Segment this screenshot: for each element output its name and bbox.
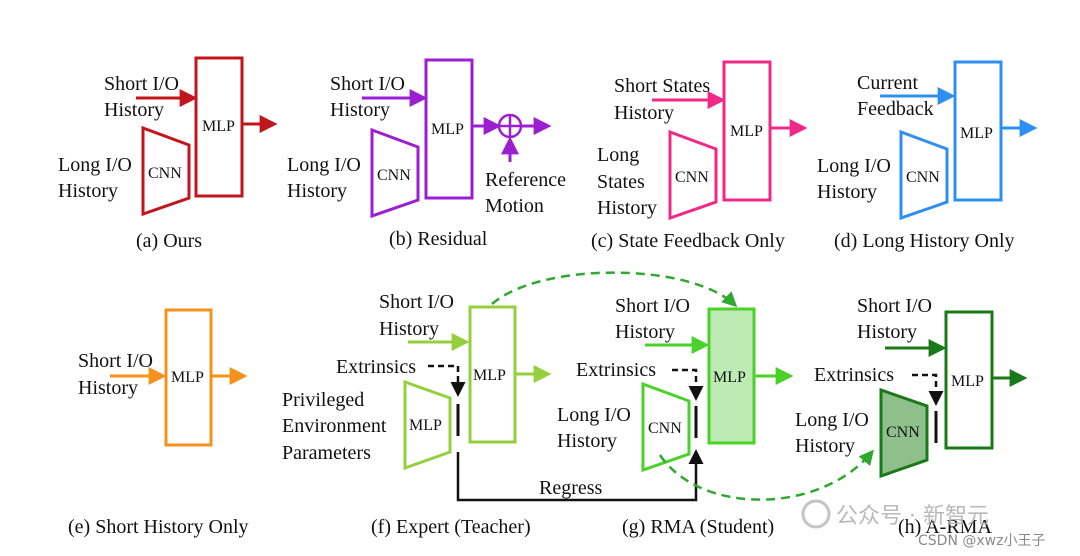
history-label: History [615, 321, 675, 343]
caption-h: (h) A-RMA [898, 516, 992, 538]
watermark-credit: CSDN @xwz小王子 [918, 533, 1045, 549]
history-label: History [817, 181, 877, 203]
history-label: History [330, 99, 390, 121]
mlp-label: MLP [202, 118, 235, 135]
regress-label: Regress [539, 477, 603, 499]
caption-b: (b) Residual [389, 228, 488, 250]
caption-e: (e) Short History Only [68, 516, 249, 538]
cnn-block [141, 125, 191, 217]
panel-d-long-history: Current Feedback Long I/O History CNN ML… [817, 60, 1038, 252]
mlp-label: MLP [960, 125, 993, 142]
mlp-label: MLP [713, 369, 746, 386]
mlp-block [707, 307, 756, 445]
panel-f-expert: Short I/O History Extrinsics Privileged … [282, 291, 552, 538]
regress-connector: Regress [456, 449, 704, 502]
long-io-label: Long I/O [795, 409, 869, 431]
extrinsics-arrow [428, 364, 466, 397]
long-io-label: Long I/O [557, 404, 631, 426]
short-io-label: Short I/O [78, 350, 153, 372]
panel-c-state-feedback: Short States History Long States History… [591, 60, 808, 252]
cnn-label: CNN [675, 169, 709, 186]
mlp-block [944, 310, 994, 450]
mlp-block [424, 58, 474, 200]
cnn-block [370, 127, 420, 219]
cnn-block [879, 387, 929, 479]
mlp-block [953, 60, 1003, 202]
watermark: 公众号 · 新智元 CSDN @xwz小王子 [801, 499, 1045, 549]
short-io-label: Short I/O [104, 73, 179, 95]
panel-g-rma: Short I/O History Extrinsics Long I/O Hi… [557, 295, 794, 538]
watermark-text: 公众号 · 新智元 [836, 504, 989, 529]
long-io-label: Long I/O [58, 154, 132, 176]
mlp-label: MLP [171, 369, 204, 386]
history-label: History [287, 180, 347, 202]
history-label: History [58, 180, 118, 202]
panel-a-ours: Short I/O History Long I/O History CNN M… [58, 56, 278, 252]
mlp-label: MLP [473, 367, 506, 384]
history-label: History [614, 102, 674, 124]
short-io-label: Short I/O [379, 291, 454, 313]
history-label: History [795, 435, 855, 457]
long-io-label: Long I/O [817, 155, 891, 177]
caption-a: (a) Ours [136, 230, 202, 252]
encoder-mlp-label: MLP [409, 417, 442, 434]
long-label: Long [597, 144, 639, 166]
mlp-block [194, 56, 244, 198]
long-io-label: Long I/O [287, 154, 361, 176]
feedback-label: Feedback [857, 98, 934, 120]
mlp-label: MLP [431, 121, 464, 138]
short-states-label: Short States [614, 75, 710, 97]
extrinsics-label: Extrinsics [336, 356, 416, 378]
motion-label: Motion [485, 195, 544, 217]
history-label: History [857, 321, 917, 343]
short-io-label: Short I/O [615, 295, 690, 317]
cnn-block [641, 381, 691, 473]
caption-g: (g) RMA (Student) [622, 516, 774, 538]
caption-f: (f) Expert (Teacher) [371, 516, 531, 538]
mlp-label: MLP [951, 373, 984, 390]
history-label: History [379, 318, 439, 340]
history-label: History [78, 377, 138, 399]
current-label: Current [857, 72, 919, 94]
extrinsics-arrow [672, 368, 704, 401]
history-label: History [104, 99, 164, 121]
panel-h-arma: Short I/O History Extrinsics Long I/O Hi… [795, 295, 1028, 538]
weights-transfer-arrow [491, 271, 738, 308]
cnn-label: CNN [648, 420, 682, 437]
wechat-logo-icon [801, 499, 831, 529]
mlp-label: MLP [730, 123, 763, 140]
states-label: States [597, 171, 645, 193]
cnn-label: CNN [148, 165, 182, 182]
cnn-label: CNN [906, 169, 940, 186]
cnn-block [899, 129, 949, 221]
regress-arrow [456, 449, 704, 502]
caption-c: (c) State Feedback Only [591, 230, 785, 252]
parameters-label: Parameters [282, 442, 371, 464]
short-io-label: Short I/O [330, 73, 405, 95]
extrinsics-label: Extrinsics [576, 359, 656, 381]
extrinsics-label: Extrinsics [814, 364, 894, 386]
short-io-label: Short I/O [857, 295, 932, 317]
cnn-label: CNN [886, 424, 920, 441]
panel-e-short-history: Short I/O History MLP (e) Short History … [68, 308, 249, 538]
cnn-label: CNN [377, 167, 411, 184]
reference-label: Reference [485, 169, 566, 191]
finetune-transfer-arrow [658, 449, 874, 501]
cnn-block [668, 129, 718, 221]
panel-b-residual: Short I/O History Long I/O History CNN M… [287, 58, 566, 250]
history-label: History [597, 197, 657, 219]
extrinsics-arrow [912, 373, 944, 406]
history-label: History [557, 430, 617, 452]
caption-d: (d) Long History Only [834, 230, 1015, 252]
privileged-label: Privileged [282, 389, 364, 411]
mlp-block [722, 60, 772, 202]
encoder-mlp-block [403, 379, 452, 471]
environment-label: Environment [282, 415, 387, 437]
